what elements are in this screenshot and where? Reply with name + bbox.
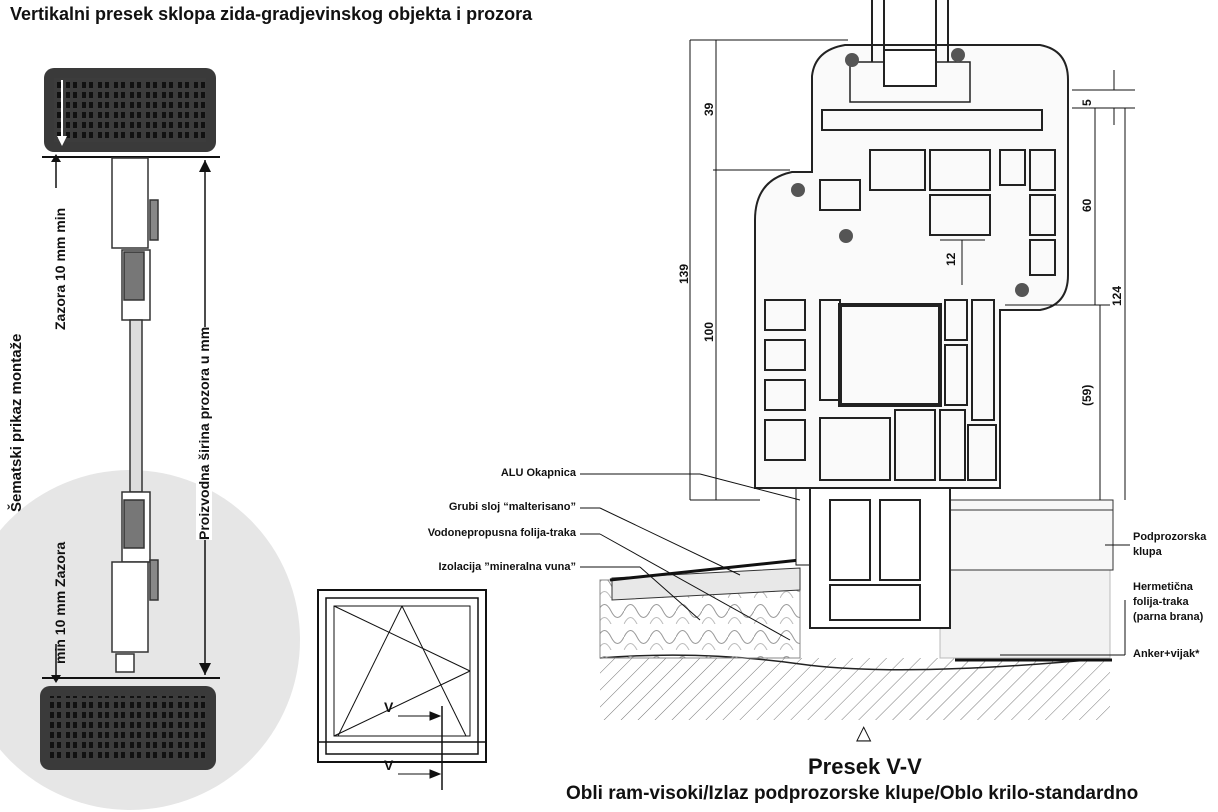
- label-anker-vijak: Anker+vijak*: [1133, 648, 1200, 660]
- width-label: Proizvodna širina prozora u mm: [196, 326, 212, 540]
- dim-59: (59): [1080, 384, 1094, 406]
- label-izolacija: Izolacija ”mineralna vuna”: [438, 561, 576, 573]
- glazing: [871, 0, 949, 87]
- label-folija-traka: folija-traka: [1133, 596, 1189, 608]
- gap-top-label: Zazora 10 mm min: [52, 207, 68, 330]
- label-podprozorska: Podprozorska: [1133, 531, 1207, 543]
- dim-100: 100: [702, 321, 716, 342]
- caption-sub: Obli ram-visoki/Izlaz podprozorske klupe…: [566, 783, 1139, 804]
- leader-lines-right: [1000, 544, 1130, 656]
- section-triangle-icon: △: [856, 722, 872, 744]
- label-grubi-sloj: Grubi sloj “malterisano”: [448, 501, 576, 513]
- gaskets: [791, 48, 1029, 297]
- label-alu-okapnica: ALU Okapnica: [500, 467, 576, 479]
- top-brick-block: [44, 68, 216, 152]
- window-sill: [947, 499, 1114, 571]
- dim-60: 60: [1080, 198, 1094, 212]
- label-vodonepropusna-folija: Vodonepropusna folija-traka: [427, 527, 576, 539]
- window-frame-profile: [754, 44, 1069, 629]
- section-marker-2: V: [384, 757, 394, 773]
- dim-124: 124: [1110, 285, 1124, 306]
- dim-12: 12: [944, 252, 958, 266]
- side-label: Šematski prikaz montaže: [8, 333, 25, 512]
- section-marker-1: V: [384, 699, 394, 715]
- caption-main: Presek V-V: [808, 754, 922, 779]
- label-hermeticna: Hermetična: [1133, 581, 1193, 593]
- schematic-window-profile: [111, 157, 159, 673]
- label-parna-brana: (parna brana): [1133, 611, 1204, 623]
- leader-lines-left: [580, 473, 801, 641]
- dim-5: 5: [1080, 99, 1094, 106]
- dimension-lines: [689, 39, 1135, 501]
- gap-bottom-label: min 10 mm Zazora: [52, 541, 68, 664]
- bottom-brick-block: [40, 686, 216, 770]
- dim-139: 139: [677, 263, 691, 284]
- drawing-title: Vertikalni presek sklopa zida-gradjevins…: [10, 4, 533, 24]
- dim-39: 39: [702, 102, 716, 116]
- window-elevation: [317, 589, 487, 790]
- wall-section: [599, 487, 1111, 720]
- label-klupa: klupa: [1133, 546, 1162, 558]
